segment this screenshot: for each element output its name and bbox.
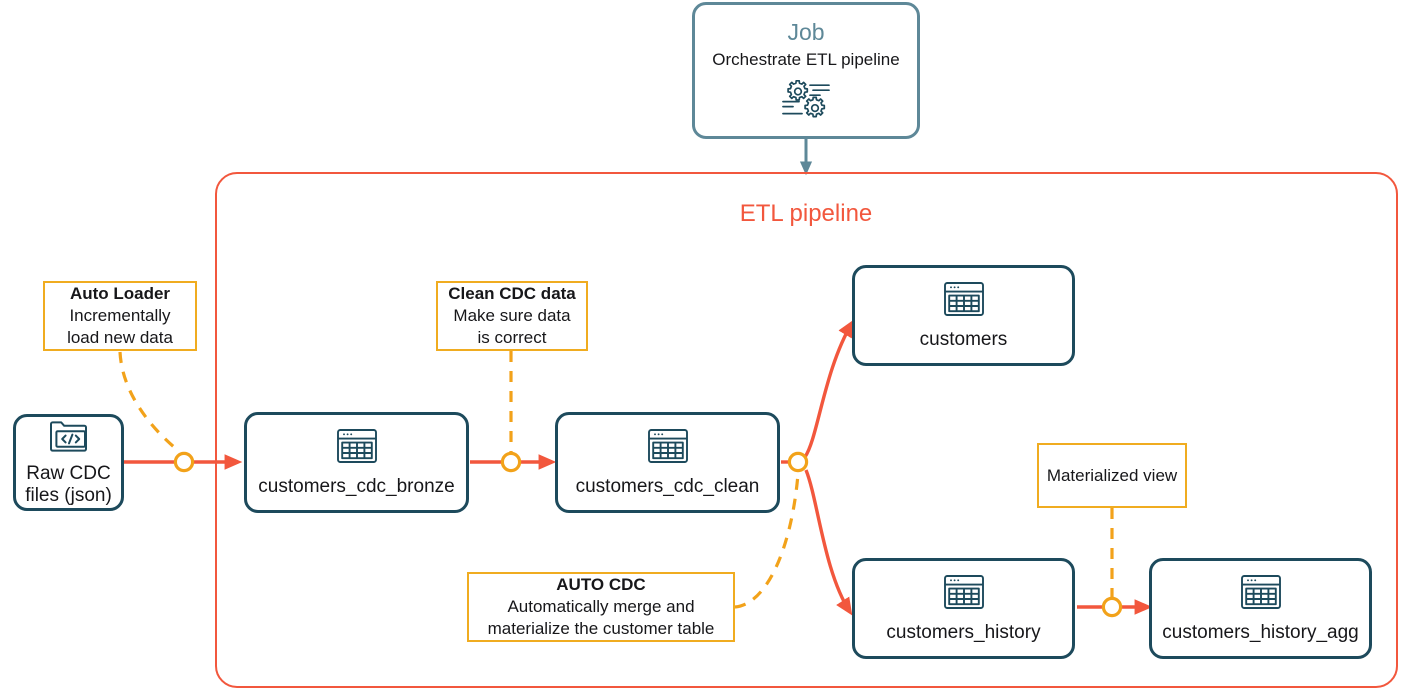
- job-title: Job: [787, 19, 825, 45]
- etl-pipeline-container: [215, 172, 1398, 688]
- table-icon: [1239, 573, 1283, 616]
- note-clean-cdc-data: Clean CDC data Make sure data is correct: [436, 281, 588, 351]
- node-raw-cdc-files[interactable]: Raw CDC files (json): [13, 414, 124, 511]
- note-body: Incrementally load new data: [67, 306, 173, 347]
- table-icon: [942, 573, 986, 616]
- node-customers-history[interactable]: customers_history: [852, 558, 1075, 659]
- node-label: customers_cdc_bronze: [258, 476, 455, 498]
- gears-icon: [779, 79, 833, 124]
- node-customers-history-agg[interactable]: customers_history_agg: [1149, 558, 1372, 659]
- node-customers-cdc-bronze[interactable]: customers_cdc_bronze: [244, 412, 469, 513]
- node-customers-cdc-clean[interactable]: customers_cdc_clean: [555, 412, 780, 513]
- note-materialized-view: Materialized view: [1037, 443, 1187, 508]
- table-icon: [335, 427, 379, 470]
- note-title: AUTO CDC: [556, 575, 646, 595]
- note-title: Auto Loader: [69, 284, 171, 304]
- note-title: Clean CDC data: [448, 284, 576, 304]
- leader-auto-loader: [118, 351, 181, 454]
- note-body: Materialized view: [1046, 465, 1178, 485]
- connector-ring-auto-loader: [173, 451, 195, 473]
- table-icon: [942, 280, 986, 323]
- note-auto-cdc: AUTO CDC Automatically merge and materia…: [467, 572, 735, 642]
- table-icon: [646, 427, 690, 470]
- node-label: customers: [919, 329, 1008, 351]
- job-box[interactable]: Job Orchestrate ETL pipeline: [692, 2, 920, 139]
- node-label: customers_history: [886, 622, 1041, 644]
- folder-code-icon: [48, 418, 90, 457]
- job-subtitle: Orchestrate ETL pipeline: [712, 49, 900, 69]
- node-label: customers_cdc_clean: [575, 476, 760, 498]
- node-customers[interactable]: customers: [852, 265, 1075, 366]
- note-body: Make sure data is correct: [453, 306, 571, 347]
- node-label: customers_history_agg: [1162, 622, 1359, 644]
- note-auto-loader: Auto Loader Incrementally load new data: [43, 281, 197, 351]
- node-label: Raw CDC files (json): [25, 463, 112, 506]
- etl-pipeline-title: ETL pipeline: [739, 200, 873, 227]
- note-body: Automatically merge and materialize the …: [487, 597, 715, 638]
